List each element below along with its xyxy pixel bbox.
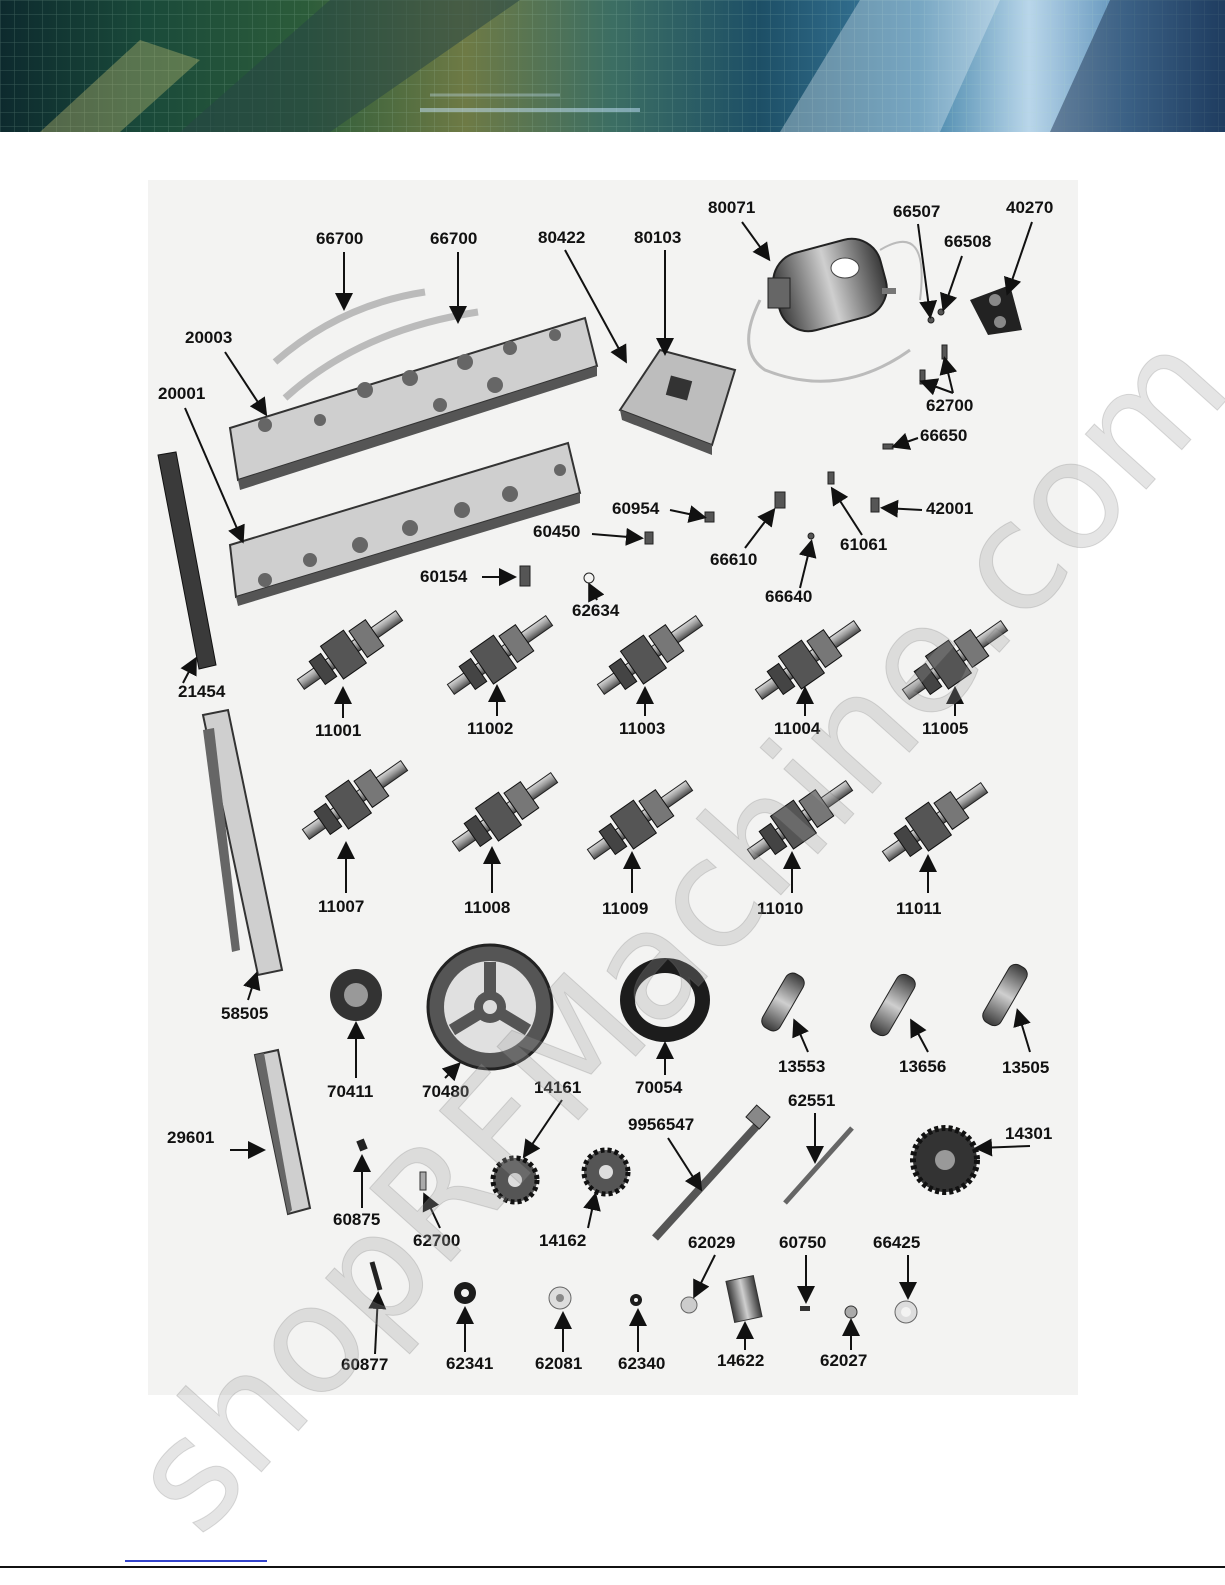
label-66650: 66650 bbox=[920, 426, 967, 445]
leader-arrows bbox=[180, 221, 1033, 1355]
label-60875: 60875 bbox=[333, 1210, 380, 1229]
label-70054: 70054 bbox=[635, 1078, 683, 1097]
label-62634: 62634 bbox=[572, 601, 620, 620]
label-66508: 66508 bbox=[944, 232, 991, 251]
label-14622: 14622 bbox=[717, 1351, 764, 1370]
label-70411: 70411 bbox=[327, 1082, 373, 1101]
label-11009: 11009 bbox=[602, 899, 648, 918]
label-60877: 60877 bbox=[341, 1355, 388, 1374]
switch-box bbox=[618, 348, 737, 455]
label-11002: 11002 bbox=[467, 719, 513, 738]
footer-rule bbox=[0, 1566, 1225, 1568]
label-61061: 61061 bbox=[840, 535, 887, 554]
label-11005: 11005 bbox=[922, 719, 968, 738]
label-14161: 14161 bbox=[534, 1078, 581, 1097]
label-62551: 62551 bbox=[788, 1091, 835, 1110]
gib-21454 bbox=[157, 451, 217, 670]
label-66640: 66640 bbox=[765, 587, 812, 606]
label-11004: 11004 bbox=[774, 719, 821, 738]
label-13553: 13553 bbox=[778, 1057, 825, 1076]
label-62029: 62029 bbox=[688, 1233, 735, 1252]
label-62027: 62027 bbox=[820, 1351, 867, 1370]
gib-29601 bbox=[253, 1048, 312, 1216]
washers bbox=[454, 1274, 918, 1324]
label-11001: 11001 bbox=[315, 721, 361, 740]
header-banner bbox=[0, 0, 1225, 132]
label-62700-b: 62700 bbox=[413, 1231, 460, 1250]
gears bbox=[490, 1125, 980, 1205]
footer-link-underline[interactable] bbox=[125, 1560, 267, 1562]
label-62700-a: 62700 bbox=[926, 396, 973, 415]
label-20003: 20003 bbox=[185, 328, 232, 347]
label-60750: 60750 bbox=[779, 1233, 826, 1252]
gibs-58505 bbox=[201, 708, 284, 977]
label-11008: 11008 bbox=[464, 898, 510, 917]
cross-slide-bars bbox=[228, 288, 599, 606]
label-80103: 80103 bbox=[634, 228, 681, 247]
label-62341: 62341 bbox=[446, 1354, 493, 1373]
label-60954: 60954 bbox=[612, 499, 660, 518]
label-66700-a: 66700 bbox=[316, 229, 363, 248]
banner-graphic bbox=[0, 0, 1225, 132]
screws-rods bbox=[356, 1104, 854, 1311]
bracket-40270 bbox=[970, 285, 1022, 335]
label-13656: 13656 bbox=[899, 1057, 946, 1076]
label-42001: 42001 bbox=[926, 499, 973, 518]
label-13505: 13505 bbox=[1002, 1058, 1049, 1077]
label-9956547: 9956547 bbox=[628, 1115, 694, 1134]
label-58505: 58505 bbox=[221, 1004, 268, 1023]
label-11010: 11010 bbox=[757, 899, 803, 918]
label-14162: 14162 bbox=[539, 1231, 586, 1250]
parts-diagram: 66700 66700 80422 80103 80071 66507 4027… bbox=[157, 198, 1053, 1374]
label-20001: 20001 bbox=[158, 384, 205, 403]
label-62081: 62081 bbox=[535, 1354, 582, 1373]
label-11003: 11003 bbox=[619, 719, 665, 738]
label-62340: 62340 bbox=[618, 1354, 665, 1373]
label-70480: 70480 bbox=[422, 1082, 469, 1101]
label-60154: 60154 bbox=[420, 567, 468, 586]
label-66610: 66610 bbox=[710, 550, 757, 569]
label-80071: 80071 bbox=[708, 198, 755, 217]
parts-sheet: 66700 66700 80422 80103 80071 66507 4027… bbox=[148, 180, 1078, 1395]
label-11007: 11007 bbox=[318, 897, 364, 916]
pins-13xxx bbox=[761, 963, 1028, 1037]
label-21454: 21454 bbox=[178, 682, 226, 701]
label-40270: 40270 bbox=[1006, 198, 1053, 217]
label-11011: 11011 bbox=[896, 899, 941, 918]
label-29601: 29601 bbox=[167, 1128, 214, 1147]
pulleys bbox=[330, 943, 710, 1071]
label-66425: 66425 bbox=[873, 1233, 920, 1252]
motor bbox=[747, 237, 923, 383]
label-66507: 66507 bbox=[893, 202, 940, 221]
label-14301: 14301 bbox=[1005, 1124, 1052, 1143]
label-60450: 60450 bbox=[533, 522, 580, 541]
label-80422: 80422 bbox=[538, 228, 585, 247]
label-66700-b: 66700 bbox=[430, 229, 477, 248]
part-labels: 66700 66700 80422 80103 80071 66507 4027… bbox=[158, 198, 1053, 1374]
